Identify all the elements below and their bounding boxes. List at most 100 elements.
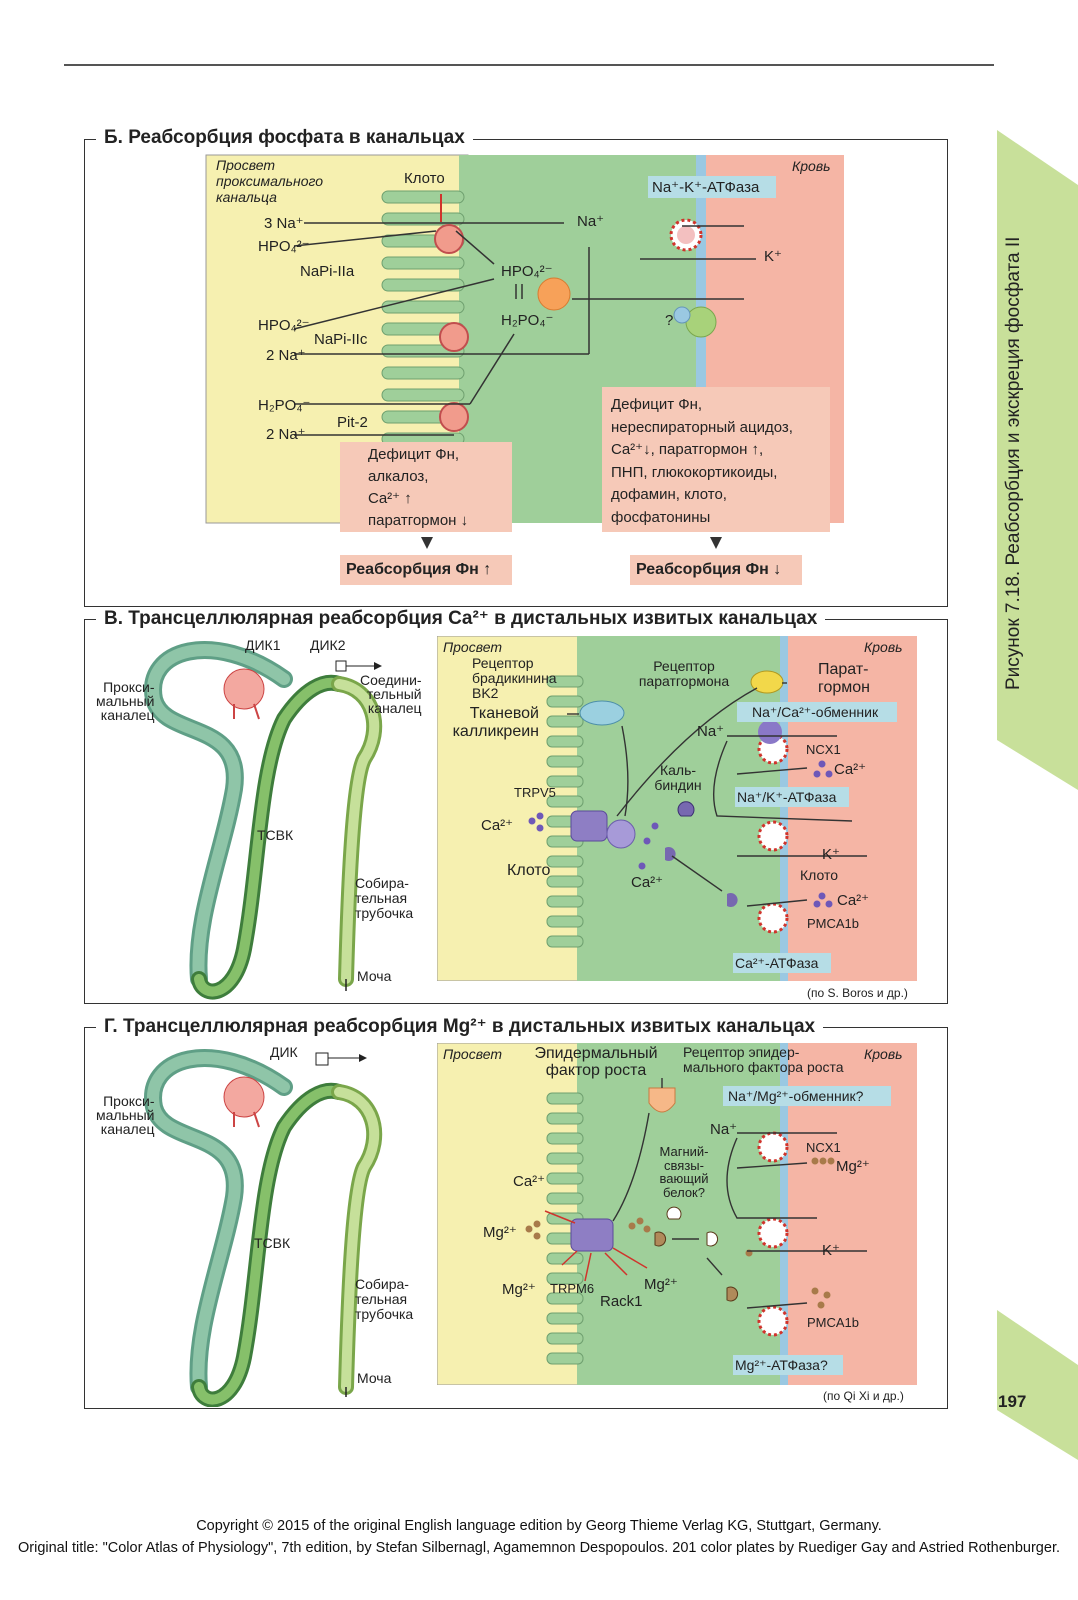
- na2-label-2: 2 Na⁺: [266, 426, 306, 443]
- lumen-label-2: проксимального: [216, 173, 324, 189]
- napi2a-label: NaPi-IIa: [300, 263, 355, 280]
- pit2-transporter: [439, 402, 469, 432]
- mg-lumen-label-2: Mg²⁺: [502, 1281, 536, 1298]
- ca-ncx1-label: NCX1: [806, 742, 841, 757]
- sidebar-tab: [997, 130, 1078, 790]
- binding-label-2: связы-: [664, 1157, 704, 1173]
- mg-urine-label: Моча: [357, 1370, 392, 1386]
- connecting-label-1: Соедини-: [360, 672, 422, 688]
- lumen-label-3: канальца: [216, 189, 277, 205]
- connecting-label-2: тельный: [366, 686, 422, 702]
- mg-pmca-label: PMCA1b: [807, 1315, 860, 1330]
- rack1-label: Rack1: [600, 1293, 643, 1310]
- panel-b-title: Б. Реабсорбция фосфата в канальцах: [96, 127, 473, 149]
- proximal-label-2: мальный: [96, 693, 155, 709]
- copyright-line-1: Copyright © 2015 of the original English…: [196, 1518, 882, 1534]
- tsvk-label: ТСВК: [257, 827, 294, 843]
- panel-v-title: В. Трансцеллюлярная реабсорбция Ca²⁺ в д…: [96, 607, 826, 630]
- pth-receptor-label-2: паратгормона: [638, 673, 730, 689]
- ca-out-label: Ca²⁺: [834, 761, 867, 778]
- box-right-line-4: ПНП, глюкокортикоиды,: [611, 463, 778, 481]
- copyright-line-2: Original title: "Color Atlas of Physiolo…: [17, 1540, 1060, 1556]
- nephron-diagram-mg: [144, 1049, 383, 1407]
- egf-receptor: [648, 1087, 676, 1113]
- na3-label: 3 Na⁺: [264, 215, 304, 232]
- mg-lumen-header: Просвет: [443, 1046, 503, 1062]
- egf-label-1: Эпидермальный: [534, 1045, 658, 1062]
- nephron-diagram-ca: [144, 641, 383, 1000]
- mg-cell-diagram: [437, 1043, 917, 1385]
- na-cell-label: Na⁺: [577, 213, 605, 230]
- box-right-line-6: фосфатонины: [611, 508, 711, 526]
- ca-atpase-na-k-label: Na⁺/K⁺-АТФаза: [737, 789, 837, 805]
- box-left-line-2: алкалоз,: [368, 468, 429, 485]
- binding-label-3: вающий: [659, 1171, 709, 1186]
- calbindin-label-2: биндин: [654, 777, 702, 793]
- proximal-label-3: каналец: [100, 707, 155, 723]
- info-box-increase: [340, 442, 512, 532]
- box-left-line-1: Дефицит Фн,: [368, 446, 460, 463]
- napi2c-label: NaPi-IIc: [314, 331, 368, 348]
- hpo4-label-2: HPO₄²⁻: [258, 317, 310, 334]
- sidebar-label: Рисунок 7.18. Реабсорбция и экскреция фо…: [1003, 236, 1024, 690]
- mg-atpase-label: Mg²⁺-АТФаза?: [735, 1357, 828, 1373]
- box-right-line-2: нереспираторный ацидоз,: [611, 418, 793, 436]
- box-right-line-1: Дефицит Фн,: [611, 396, 703, 413]
- mg-out-label: Mg²⁺: [836, 1158, 870, 1175]
- mg-ncx1-label: NCX1: [806, 1140, 841, 1155]
- ca-atpase-label: Ca²⁺-АТФаза: [735, 955, 819, 971]
- box-left-line-3: Ca²⁺ ↑: [368, 490, 412, 507]
- hpo4-cell-label: HPO₄²⁻: [501, 263, 553, 280]
- page-number: 197: [998, 1392, 1027, 1411]
- page-number-tab: [997, 1310, 1078, 1460]
- na2-label-1: 2 Na⁺: [266, 347, 306, 364]
- bk2-receptor: [579, 700, 625, 726]
- mg-blood-header: Кровь: [864, 1046, 903, 1062]
- phosphate-diagram: [205, 154, 844, 585]
- trpm6-channel: [570, 1218, 614, 1252]
- box-left-line-4: паратгормон ↓: [368, 512, 469, 529]
- hpo4-label-1: HPO₄²⁻: [258, 238, 310, 255]
- connecting-label-3: каналец: [367, 700, 422, 716]
- trpv5-channel: [570, 810, 608, 842]
- pmca1b-pump: [757, 902, 789, 934]
- ca-out2-label: Ca²⁺: [837, 892, 870, 909]
- pth-receptor: [750, 670, 784, 694]
- calbindin-label-1: Каль-: [659, 762, 697, 778]
- mg-proximal-label-1: Прокси-: [103, 1093, 155, 1109]
- bk2-label-2: брадикинина: [472, 670, 557, 686]
- mg-collecting-label-1: Собира-: [355, 1276, 409, 1292]
- collecting-label-3: трубочка: [355, 905, 414, 921]
- result-decrease: Реабсорбция Фн ↓: [636, 561, 782, 578]
- mg-exchanger-label: Na⁺/Mg²⁺-обменник?: [728, 1088, 864, 1104]
- ca-blood-header: Кровь: [864, 639, 903, 655]
- mg-ncx1-exchanger: [757, 1131, 789, 1163]
- ca-k-label: K⁺: [822, 846, 840, 863]
- mg-proximal-label-2: мальный: [96, 1107, 155, 1123]
- h2po4-label-1: H₂PO₄⁻: [258, 397, 311, 414]
- napi2c-transporter: [439, 322, 469, 352]
- mg-collecting-label-2: тельная: [355, 1291, 408, 1307]
- lumen-label-1: Просвет: [216, 157, 276, 173]
- kallikrein-label-2: калликреин: [452, 723, 539, 740]
- dik-label: ДИК: [270, 1044, 298, 1060]
- mg-tsvk-label: ТСВК: [254, 1235, 291, 1251]
- bk2-label-1: Рецептор: [472, 655, 534, 671]
- top-rule: [64, 64, 994, 66]
- ca-na-label: Na⁺: [697, 723, 725, 740]
- collecting-label-2: тельная: [355, 890, 408, 906]
- binding-label-4: белок?: [663, 1184, 705, 1200]
- ca-na-k-pump: [757, 820, 789, 852]
- ca-lumen-label: Ca²⁺: [481, 817, 514, 834]
- ca-kloto2-label: Клото: [800, 867, 839, 883]
- question-label: ?: [665, 312, 674, 329]
- bk2-label-3: BK2: [472, 685, 499, 701]
- pth-receptor-label-1: Рецептор: [653, 658, 715, 674]
- trpv5-label: TRPV5: [514, 785, 556, 800]
- ca-cell-diagram: [437, 636, 917, 981]
- pit2-label: Pit-2: [337, 414, 368, 431]
- pth-label-1: Парат-: [818, 661, 869, 678]
- mg-ca-label: Ca²⁺: [513, 1173, 546, 1190]
- ca-exchanger-label: Na⁺/Ca²⁺-обменник: [752, 704, 879, 720]
- ca-cell-label: Ca²⁺: [631, 874, 664, 891]
